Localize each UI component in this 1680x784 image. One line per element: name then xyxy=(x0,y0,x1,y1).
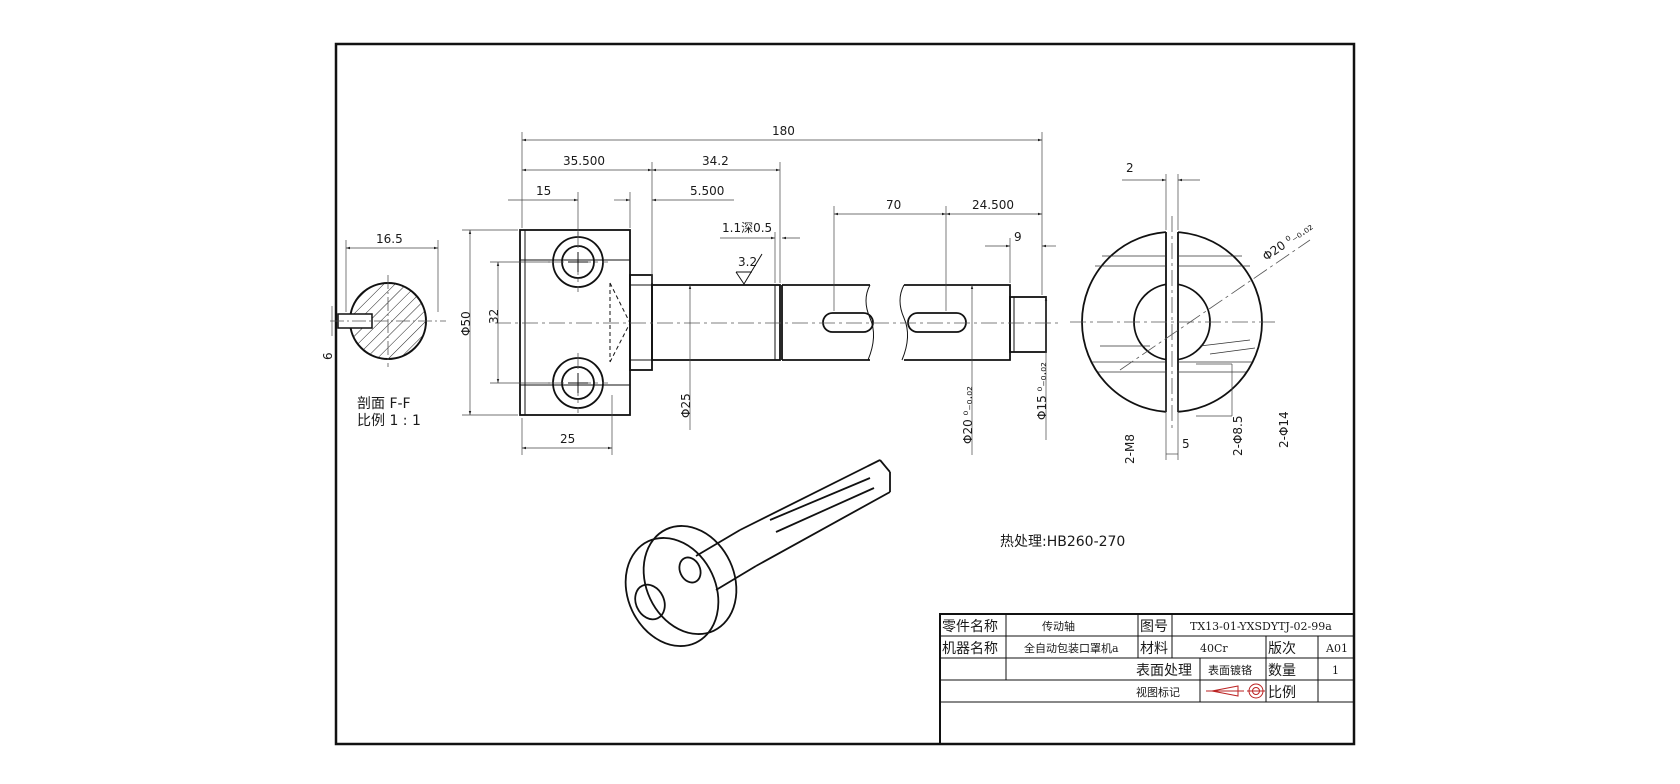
tb-drawing-no-value: TX13-01-YXSDYTJ-02-99a xyxy=(1190,620,1332,633)
dim-16-5: 16.5 xyxy=(376,232,403,246)
isometric-view xyxy=(624,459,891,647)
roughness-symbol xyxy=(735,253,763,285)
dim-15: 15 xyxy=(536,184,551,198)
centerlines xyxy=(495,232,1062,413)
dim-32: 32 xyxy=(487,309,501,324)
tb-part-name-label: 零件名称 xyxy=(942,619,998,635)
projection-symbol-icon xyxy=(1206,683,1265,699)
dim-dia-50: Φ50 xyxy=(459,311,473,336)
dim-5-500: 5.500 xyxy=(690,184,724,198)
tb-version-value: A01 xyxy=(1325,642,1348,655)
sheet-border xyxy=(334,42,1356,746)
tb-machine-value: 全自动包装口罩机a xyxy=(1024,641,1119,655)
dim-2-dia-8-5: 2-Φ8.5 xyxy=(1231,416,1245,457)
end-view-hatching xyxy=(1092,255,1256,373)
tb-machine-label: 机器名称 xyxy=(942,641,998,657)
tb-qty-value: 1 xyxy=(1332,664,1339,677)
dim-70: 70 xyxy=(886,198,901,212)
tb-material-value: 40Cr xyxy=(1200,642,1228,655)
dim-dia-25: Φ25 xyxy=(679,393,693,418)
tb-view-label: 视图标记 xyxy=(1136,685,1180,699)
title-block xyxy=(939,613,1355,745)
tb-surface-label: 表面处理 xyxy=(1136,663,1192,679)
dim-dia-15: Φ15 ⁰₋₀.₀₂ xyxy=(1035,362,1049,420)
dim-9: 9 xyxy=(1014,230,1022,244)
dim-25-length: 25 xyxy=(560,432,575,446)
tb-scale-label: 比例 xyxy=(1268,685,1296,701)
tb-material-label: 材料 xyxy=(1140,641,1168,657)
dim-24-500: 24.500 xyxy=(972,198,1014,212)
section-scale: 比例 1 : 1 xyxy=(357,413,421,429)
tb-qty-label: 数量 xyxy=(1268,663,1296,679)
dim-34-2: 34.2 xyxy=(702,154,729,168)
tb-surface-value: 表面镀铬 xyxy=(1208,663,1252,677)
dim-groove: 1.1深0.5 xyxy=(722,221,772,235)
main-shaft-view xyxy=(519,229,1047,416)
dim-5: 5 xyxy=(1182,437,1190,451)
dim-dia-20-right: Φ20 ⁰₋₀.₀₂ xyxy=(1260,219,1316,264)
dim-dia-20: Φ20 ⁰₋₀.₀₂ xyxy=(961,386,975,444)
dim-2-m8: 2-M8 xyxy=(1123,434,1137,464)
tb-drawing-no-label: 图号 xyxy=(1140,619,1168,635)
dim-35-500: 35.500 xyxy=(563,154,605,168)
roughness-value: 3.2 xyxy=(738,255,757,269)
section-title: 剖面 F-F xyxy=(357,396,411,412)
tb-part-name-value: 传动轴 xyxy=(1042,619,1075,633)
dim-2: 2 xyxy=(1126,161,1134,175)
dim-2-dia-14: 2-Φ14 xyxy=(1277,411,1291,448)
dimension-lines xyxy=(462,132,1056,455)
section-view-f-f xyxy=(330,240,446,367)
dim-6: 6 xyxy=(321,352,335,360)
tb-version-label: 版次 xyxy=(1268,641,1296,657)
dim-180: 180 xyxy=(772,124,795,138)
heat-treatment-note: 热处理:HB260-270 xyxy=(1000,534,1125,550)
